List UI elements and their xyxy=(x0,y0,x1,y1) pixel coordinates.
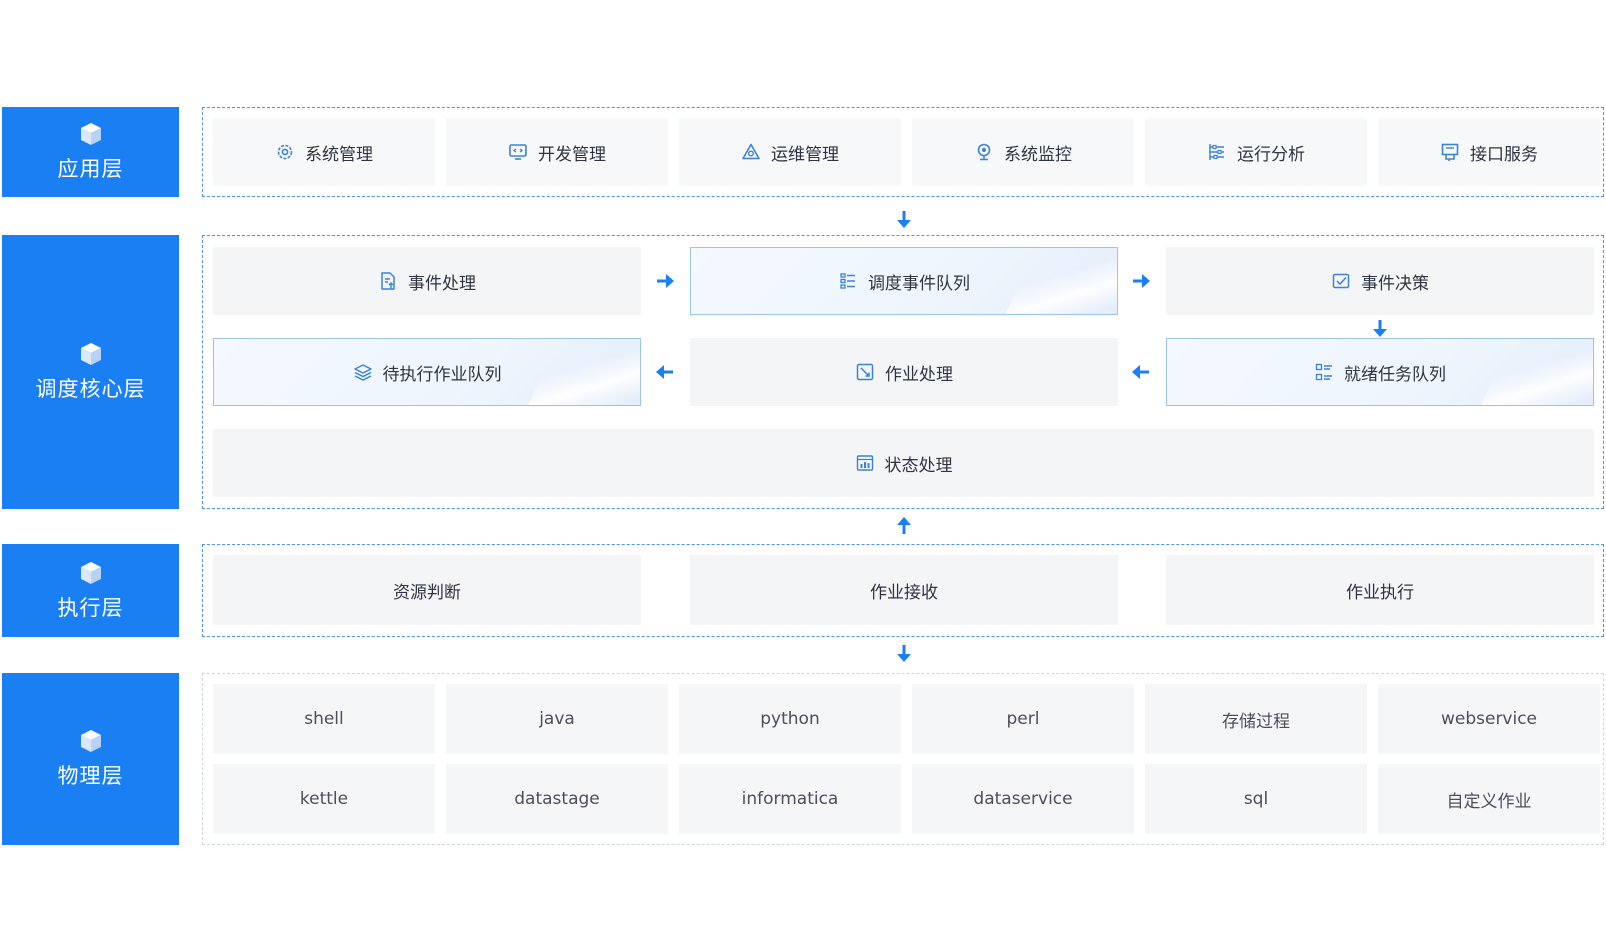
checklist-icon xyxy=(1315,363,1332,381)
exec-item-resource-judge[interactable]: 资源判断 xyxy=(213,555,641,625)
arrow-down-icon xyxy=(1373,320,1387,337)
phys-item[interactable]: dataservice xyxy=(912,764,1134,834)
phys-item[interactable]: perl xyxy=(912,684,1134,754)
layer-title: 执行层 xyxy=(57,595,124,620)
exec-item-job-execute[interactable]: 作业执行 xyxy=(1166,555,1594,625)
location-pin-icon xyxy=(977,143,991,161)
state-handle-box[interactable]: 状态处理 xyxy=(213,429,1594,497)
layer-label-app: 应用层 xyxy=(2,107,179,197)
list-tree-icon xyxy=(840,273,855,289)
exec-item-job-receive[interactable]: 作业接收 xyxy=(690,555,1118,625)
arrow-down-icon xyxy=(897,645,911,662)
job-handle-box[interactable]: 作业处理 xyxy=(690,338,1118,406)
phys-item[interactable]: 自定义作业 xyxy=(1378,764,1600,834)
app-item-interface-service[interactable]: 接口服务 xyxy=(1378,118,1600,186)
arrow-left-icon xyxy=(1132,365,1149,379)
triangle-icon xyxy=(742,143,760,160)
core-layer-frame xyxy=(202,235,1604,509)
phys-item[interactable]: python xyxy=(679,684,901,754)
sliders-icon xyxy=(1209,144,1224,160)
arrow-down-icon xyxy=(897,211,911,228)
cube-icon xyxy=(80,343,101,365)
layer-title: 应用层 xyxy=(57,157,124,181)
phys-item[interactable]: datastage xyxy=(446,764,668,834)
ready-task-queue-box[interactable]: 就绪任务队列 xyxy=(1166,338,1594,406)
arrow-right-icon xyxy=(1133,274,1150,288)
layers-icon xyxy=(353,364,372,381)
interface-icon xyxy=(1441,143,1459,161)
layer-title: 物理层 xyxy=(57,764,124,788)
cube-icon xyxy=(80,561,101,584)
code-monitor-icon xyxy=(509,144,527,160)
app-layer-frame xyxy=(202,107,1604,197)
phys-item[interactable]: sql xyxy=(1145,764,1367,834)
cube-icon xyxy=(80,730,101,752)
layer-label-core: 调度核心层 xyxy=(2,235,179,509)
phys-item[interactable]: webservice xyxy=(1378,684,1600,754)
document-upload-icon xyxy=(381,272,395,290)
app-item-ops-management[interactable]: 运维管理 xyxy=(679,118,901,186)
layer-title: 调度核心层 xyxy=(35,377,146,401)
arrow-left-icon xyxy=(656,365,673,379)
gear-icon xyxy=(277,144,293,160)
phys-item[interactable]: shell xyxy=(213,684,435,754)
app-item-system-monitor[interactable]: 系统监控 xyxy=(912,118,1134,186)
arrow-up-icon xyxy=(897,517,911,534)
exec-layer-frame xyxy=(202,544,1604,637)
event-decision-box[interactable]: 事件决策 xyxy=(1166,247,1594,315)
layer-label-exec: 执行层 xyxy=(2,544,179,637)
app-item-run-analysis[interactable]: 运行分析 xyxy=(1145,118,1367,186)
arrow-right-icon xyxy=(657,274,674,288)
app-item-system-management[interactable]: 系统管理 xyxy=(213,118,435,186)
app-item-dev-management[interactable]: 开发管理 xyxy=(446,118,668,186)
event-queue-box[interactable]: 调度事件队列 xyxy=(690,247,1118,315)
phys-item[interactable]: java xyxy=(446,684,668,754)
cube-icon xyxy=(80,123,101,145)
event-handle-box[interactable]: 事件处理 xyxy=(213,247,641,315)
checkbox-window-icon xyxy=(1332,273,1350,289)
phys-item[interactable]: 存储过程 xyxy=(1145,684,1367,754)
phys-item[interactable]: informatica xyxy=(679,764,901,834)
edit-box-icon xyxy=(856,363,874,381)
phys-item[interactable]: kettle xyxy=(213,764,435,834)
phys-layer-frame xyxy=(202,673,1604,845)
bar-chart-icon xyxy=(856,455,873,471)
pending-job-queue-box[interactable]: 待执行作业队列 xyxy=(213,338,641,406)
layer-label-phys: 物理层 xyxy=(2,673,179,845)
